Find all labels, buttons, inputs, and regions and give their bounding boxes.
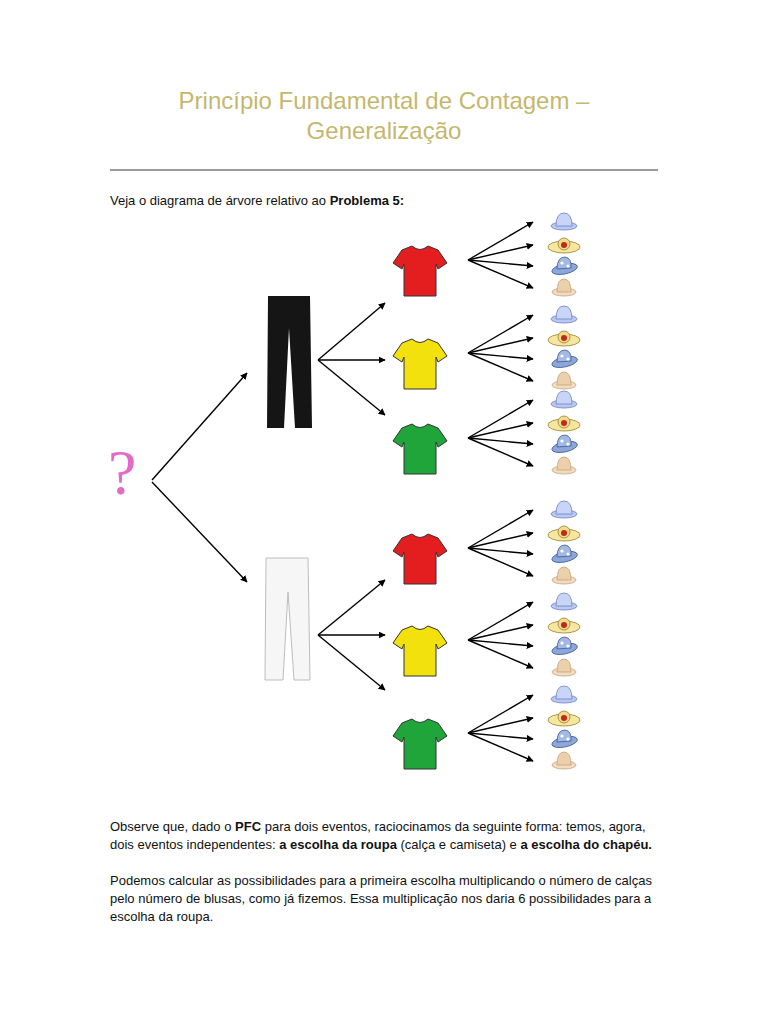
body-paragraph: Podemos calcular as possibilidades para …: [110, 872, 666, 926]
hat: [548, 526, 580, 541]
tree-arrow: [152, 373, 247, 480]
hat: [552, 659, 576, 676]
shirt: [393, 246, 447, 296]
hat: [551, 257, 579, 277]
hat: [551, 545, 579, 565]
tree-arrow: [318, 635, 385, 690]
hat: [548, 416, 580, 431]
hat: [552, 279, 576, 296]
body-paragraph: Observe que, dado oPFCpara dois eventos,…: [110, 818, 666, 854]
bold-text: .: [648, 837, 652, 852]
shirt: [393, 626, 447, 676]
text-run: Veja o diagrama de árvore relativo ao: [110, 193, 326, 208]
hat: [551, 593, 577, 610]
tree-arrow: [468, 640, 533, 646]
tree-arrow: [468, 222, 533, 260]
tree-arrow: [468, 400, 533, 438]
hat: [552, 567, 576, 584]
tree-arrow: [468, 260, 533, 266]
tree-arrow: [468, 548, 533, 554]
tree-arrow: [318, 360, 385, 415]
hat: [548, 238, 580, 253]
intro-text: Veja o diagrama de árvore relativo ao Pro…: [110, 192, 670, 210]
hat: [551, 686, 577, 703]
tree-arrow: [468, 353, 533, 359]
tree-arrow: [468, 695, 533, 733]
hat: [551, 391, 577, 408]
text-run: ?: [108, 437, 136, 508]
tree-arrow: [468, 718, 533, 733]
hat: [551, 501, 577, 518]
bold-text: PFC: [235, 819, 261, 834]
shirt: [393, 534, 447, 584]
title-rule: [110, 169, 658, 171]
page-title: Princípio Fundamental de Contagem – Gene…: [154, 86, 614, 146]
white-jeans: [265, 558, 310, 680]
tree-arrow: [468, 315, 533, 353]
shirt: [393, 719, 447, 769]
shirt: [393, 424, 447, 474]
tree-arrow: [468, 423, 533, 438]
shirt: [393, 339, 447, 389]
hat: [548, 618, 580, 633]
bold-text: a escolha do chapéu: [520, 837, 648, 852]
hat: [548, 711, 580, 726]
hat: [548, 331, 580, 346]
tree-arrow: [468, 548, 533, 576]
hat: [552, 457, 576, 474]
text-run: Podemos calcular as possibilidades para …: [110, 873, 652, 924]
tree-arrow: [468, 625, 533, 640]
tree-arrow: [468, 353, 533, 381]
hat: [551, 730, 579, 750]
tree-arrow: [468, 438, 533, 466]
tree-arrow: [468, 533, 533, 548]
bold-text: Problema 5:: [330, 193, 404, 208]
tree-arrow: [152, 482, 247, 582]
tree-arrow: [318, 634, 385, 635]
hat: [551, 435, 579, 455]
tree-arrow: [468, 245, 533, 260]
hat: [552, 372, 576, 389]
tree-arrow: [468, 640, 533, 668]
title-text: Princípio Fundamental de Contagem – Gene…: [179, 87, 590, 144]
black-jeans: [267, 296, 312, 428]
tree-arrow: [468, 260, 533, 288]
text-run: (calça e camiseta) e: [401, 837, 517, 852]
hat: [551, 637, 579, 657]
tree-arrow: [468, 733, 533, 739]
tree-arrow: [468, 338, 533, 353]
tree-arrow: [468, 510, 533, 548]
text-run: Observe que, dado o: [110, 819, 231, 834]
tree-arrow: [468, 733, 533, 761]
hat: [551, 213, 577, 230]
hat: [552, 752, 576, 769]
tree-arrow: [318, 359, 385, 360]
tree-arrow: [318, 580, 385, 635]
hat: [551, 306, 577, 323]
tree-arrow: [468, 602, 533, 640]
tree-arrow: [468, 438, 533, 444]
bold-text: a escolha da roupa: [279, 837, 397, 852]
hat: [551, 350, 579, 370]
question-mark: ?: [108, 438, 136, 508]
tree-arrow: [318, 303, 385, 360]
